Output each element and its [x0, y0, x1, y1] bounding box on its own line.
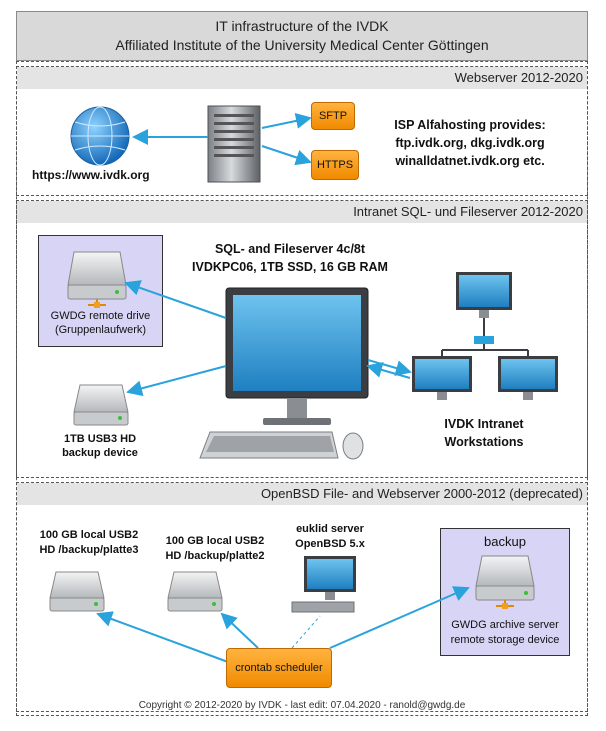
- title-line-1: IT infrastructure of the IVDK: [215, 18, 389, 34]
- title-line-2: Affiliated Institute of the University M…: [115, 37, 489, 53]
- platte3-hd-icon: [49, 571, 105, 612]
- keyboard-icon: [199, 431, 339, 459]
- euklid-label: euklid server OpenBSD 5.x: [280, 522, 380, 552]
- ws-line-1: IVDK Intranet: [444, 417, 524, 431]
- globe-icon: [70, 106, 130, 166]
- website-url: https://www.ivdk.org: [32, 168, 150, 182]
- euklid-line-2: OpenBSD 5.x: [295, 538, 365, 550]
- mouse-icon: [342, 432, 364, 460]
- platte3-line-2: HD /backup/platte3: [39, 544, 139, 556]
- sql-server-line-1: SQL- and Fileserver 4c/8t: [214, 242, 366, 256]
- sql-fileserver-monitor-icon: [225, 287, 369, 425]
- platte3-label: 100 GB local USB2 HD /backup/platte3: [30, 528, 148, 558]
- platte2-label: 100 GB local USB2 HD /backup/platte2: [156, 534, 274, 564]
- workstations-label: IVDK Intranet Workstations: [420, 415, 548, 451]
- archive-label: GWDG archive server remote storage devic…: [440, 618, 570, 648]
- isp-line-3: winalldatnet.ivdk.org etc.: [395, 154, 545, 168]
- archive-server-icon: [475, 555, 535, 609]
- isp-line-1: ISP Alfahosting provides:: [394, 118, 546, 132]
- diagram-title-box: IT infrastructure of the IVDK Affiliated…: [16, 11, 588, 61]
- ws-line-2: Workstations: [444, 435, 524, 449]
- gwdg-remote-drive-label: GWDG remote drive (Gruppenlaufwerk): [38, 309, 163, 337]
- gwdg-line-1: GWDG remote drive: [50, 310, 151, 322]
- platte3-line-1: 100 GB local USB2: [39, 529, 139, 541]
- platte2-line-2: HD /backup/platte2: [165, 550, 265, 562]
- web-server-icon: [207, 105, 261, 183]
- euklid-server-icon: [291, 556, 356, 613]
- archive-line-1: GWDG archive server: [451, 619, 559, 631]
- workstations-icon: [412, 272, 558, 400]
- webserver-section-title: Webserver 2012-2020: [17, 67, 587, 89]
- isp-line-2: ftp.ivdk.org, dkg.ivdk.org: [395, 136, 545, 150]
- crontab-scheduler-badge: crontab scheduler: [226, 648, 332, 688]
- euklid-line-1: euklid server: [296, 523, 364, 535]
- intranet-section: Intranet SQL- und Fileserver 2012-2020: [16, 200, 588, 478]
- usb-hd-icon: [73, 384, 129, 426]
- usb-line-2: backup device: [62, 447, 138, 459]
- gwdg-line-2: (Gruppenlaufwerk): [54, 324, 147, 336]
- isp-description: ISP Alfahosting provides: ftp.ivdk.org, …: [370, 116, 570, 170]
- https-badge: HTTPS: [311, 150, 359, 180]
- usb-hd-label: 1TB USB3 HD backup device: [44, 432, 156, 460]
- intranet-section-title: Intranet SQL- und Fileserver 2012-2020: [17, 201, 587, 223]
- usb-line-1: 1TB USB3 HD: [63, 433, 137, 445]
- gwdg-remote-drive-icon: [67, 251, 127, 308]
- backup-title: backup: [484, 534, 526, 549]
- openbsd-section-title: OpenBSD File- and Webserver 2000-2012 (d…: [17, 483, 587, 505]
- openbsd-section: OpenBSD File- and Webserver 2000-2012 (d…: [16, 482, 588, 712]
- sql-server-line-2: IVDKPC06, 1TB SSD, 16 GB RAM: [192, 260, 388, 274]
- webserver-section: Webserver 2012-2020: [16, 66, 588, 196]
- sftp-badge: SFTP: [311, 102, 355, 130]
- archive-line-2: remote storage device: [450, 634, 560, 646]
- copyright-footer: Copyright © 2012-2020 by IVDK - last edi…: [138, 700, 466, 711]
- platte2-hd-icon: [167, 571, 223, 612]
- sql-server-label: SQL- and Fileserver 4c/8t IVDKPC06, 1TB …: [170, 240, 410, 276]
- platte2-line-1: 100 GB local USB2: [165, 535, 265, 547]
